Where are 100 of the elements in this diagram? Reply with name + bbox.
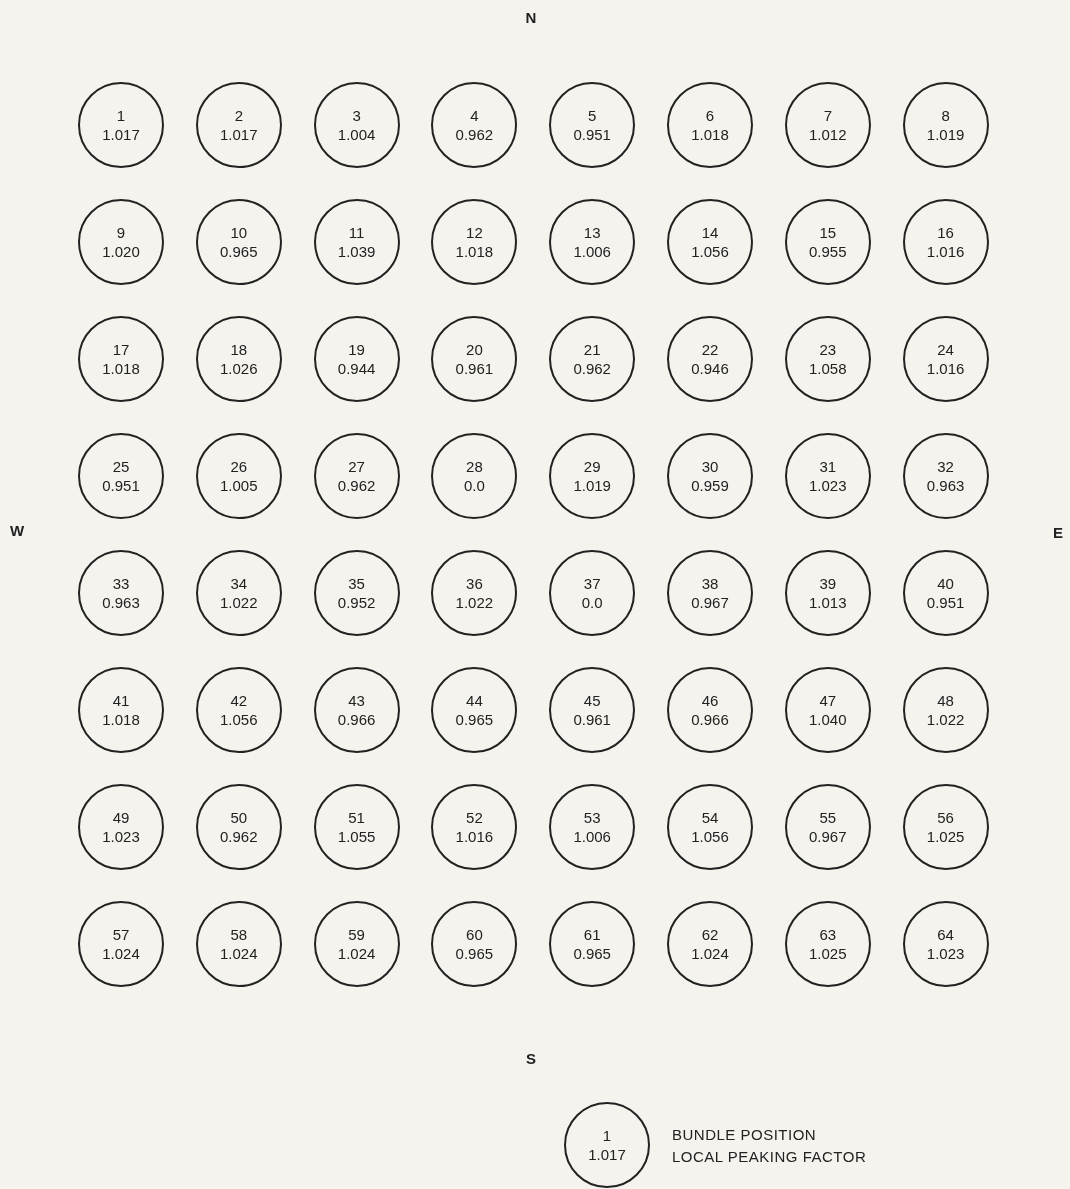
- bundle-position-number: 1: [116, 106, 126, 125]
- fuel-bundle-circle: [313, 667, 400, 753]
- bundle-position-number: 9: [116, 223, 126, 242]
- bundle-position-number: 39: [819, 574, 837, 593]
- bundle-position-number: 62: [701, 925, 719, 944]
- bundle-position-number: 57: [112, 925, 130, 944]
- local-peaking-factor: 1.055: [337, 827, 376, 846]
- local-peaking-factor: 1.026: [220, 359, 258, 378]
- local-peaking-factor: 0.951: [102, 476, 140, 495]
- local-peaking-factor: 1.017: [588, 1145, 626, 1164]
- fuel-bundle-circle: [431, 667, 518, 753]
- local-peaking-factor: 1.016: [455, 827, 494, 846]
- bundle-position-number: 55: [819, 808, 837, 827]
- fuel-bundle-circle: [902, 667, 989, 753]
- bundle-position-number: 6: [705, 106, 715, 125]
- fuel-bundle-circle: [195, 550, 282, 636]
- bundle-position-number: 34: [230, 574, 248, 593]
- local-peaking-factor: 0.955: [809, 242, 847, 261]
- fuel-bundle-circle: [195, 82, 282, 168]
- bundle-position-number: 33: [112, 574, 130, 593]
- fuel-bundle-circle: [431, 316, 518, 402]
- legend-text: BUNDLE POSITION: [672, 1126, 817, 1143]
- local-peaking-factor: 1.056: [220, 710, 258, 729]
- bundle-position-number: 23: [819, 340, 837, 359]
- fuel-bundle-circle: [549, 433, 636, 519]
- bundle-position-number: 24: [937, 340, 954, 359]
- local-peaking-factor: 0.952: [337, 593, 376, 612]
- fuel-bundle-circle: [549, 316, 636, 402]
- local-peaking-factor: 0.967: [691, 593, 729, 612]
- fuel-bundle-circle: [431, 784, 518, 870]
- fuel-bundle-circle: [431, 82, 518, 168]
- fuel-bundle-circle: [667, 667, 753, 753]
- bundle-position-number: 18: [230, 340, 248, 359]
- local-peaking-factor: 0.0: [581, 593, 603, 612]
- bundle-position-number: 22: [701, 340, 719, 359]
- fuel-bundle-circle: [667, 316, 753, 402]
- local-peaking-factor: 0.962: [455, 125, 494, 144]
- local-peaking-factor: 0.965: [455, 944, 494, 963]
- local-peaking-factor: 0.951: [573, 125, 611, 144]
- bundle-position-number: 16: [937, 223, 954, 242]
- bundle-position-number: 17: [112, 340, 130, 359]
- local-peaking-factor: 1.025: [809, 944, 847, 963]
- fuel-bundle-circle: [78, 82, 164, 168]
- fuel-bundle-circle: [667, 199, 753, 285]
- bundle-position-number: 13: [583, 223, 601, 242]
- local-peaking-factor: 1.018: [102, 359, 140, 378]
- fuel-bundle-circle: [549, 199, 636, 285]
- bundle-position-number: 3: [352, 106, 361, 125]
- fuel-bundle-circle: [78, 199, 164, 285]
- bundle-position-number: 46: [701, 691, 719, 710]
- bundle-position-number: 64: [937, 925, 954, 944]
- local-peaking-factor: 1.018: [691, 125, 729, 144]
- local-peaking-factor: 1.020: [102, 242, 140, 261]
- bundle-position-number: 58: [230, 925, 248, 944]
- fuel-bundle-circle: [784, 667, 871, 753]
- fuel-bundle-circle: [313, 433, 400, 519]
- local-peaking-factor: 0.962: [573, 359, 611, 378]
- fuel-bundle-circle: [195, 667, 282, 753]
- fuel-bundle-circle: [902, 433, 989, 519]
- compass-direction-label: N: [525, 8, 537, 26]
- bundle-position-number: 8: [941, 106, 950, 125]
- fuel-bundle-circle: [902, 82, 989, 168]
- bundle-position-number: 45: [583, 691, 601, 710]
- fuel-bundle-circle: [902, 316, 989, 402]
- bundle-position-number: 51: [348, 808, 365, 827]
- local-peaking-factor: 1.004: [337, 125, 376, 144]
- local-peaking-factor: 1.039: [337, 242, 376, 261]
- local-peaking-factor: 0.966: [691, 710, 729, 729]
- fuel-bundle-circle: [784, 550, 871, 636]
- fuel-bundle-circle: [564, 1102, 650, 1188]
- bundle-position-number: 63: [819, 925, 837, 944]
- fuel-bundle-circle: [549, 667, 636, 753]
- bundle-position-number: 20: [466, 340, 483, 359]
- bundle-position-number: 11: [348, 223, 365, 242]
- local-peaking-factor: 1.016: [926, 242, 965, 261]
- local-peaking-factor: 1.023: [102, 827, 140, 846]
- local-peaking-factor: 1.013: [809, 593, 847, 612]
- legend-text: LOCAL PEAKING FACTOR: [672, 1148, 867, 1165]
- local-peaking-factor: 0.963: [102, 593, 140, 612]
- local-peaking-factor: 1.025: [926, 827, 965, 846]
- local-peaking-factor: 1.024: [102, 944, 140, 963]
- local-peaking-factor: 0.951: [926, 593, 965, 612]
- fuel-bundle-circle: [313, 550, 400, 636]
- bundle-position-number: 14: [701, 223, 719, 242]
- fuel-bundle-circle: [313, 316, 400, 402]
- local-peaking-factor: 0.959: [691, 476, 729, 495]
- local-peaking-factor: 1.006: [573, 827, 611, 846]
- local-peaking-factor: 1.012: [809, 125, 847, 144]
- bundle-position-number: 2: [234, 106, 243, 125]
- fuel-bundle-circle: [78, 667, 164, 753]
- local-peaking-factor: 0.961: [455, 359, 494, 378]
- fuel-bundle-circle: [667, 784, 753, 870]
- bundle-position-number: 31: [819, 457, 837, 476]
- bundle-position-number: 15: [819, 223, 837, 242]
- bundle-position-number: 44: [466, 691, 483, 710]
- fuel-bundle-circle: [195, 433, 282, 519]
- local-peaking-factor: 1.006: [573, 242, 611, 261]
- local-peaking-factor: 1.017: [102, 125, 140, 144]
- local-peaking-factor: 0.961: [573, 710, 611, 729]
- fuel-bundle-circle: [549, 550, 636, 636]
